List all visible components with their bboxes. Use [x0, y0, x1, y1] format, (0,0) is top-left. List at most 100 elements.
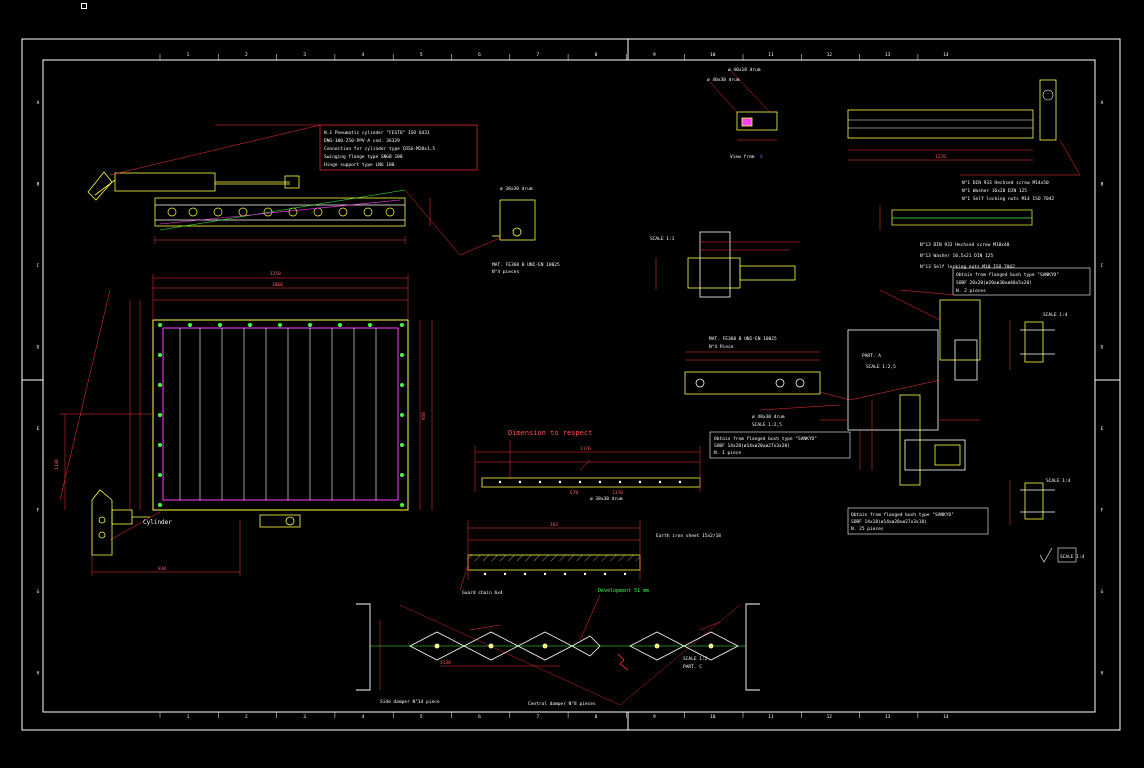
bush-2-line-2: SOBF 20x20(ø20xø30xø40x5x20) [956, 280, 1032, 286]
drum-mid-label: ø 48x30 drum [752, 414, 785, 420]
bush-3-line-1: Obtain from flanged bush type "SANKYO" [851, 512, 954, 518]
zone-number-top: 7 [536, 52, 539, 58]
scale-25-b: SCALE 1:2,5 [866, 364, 896, 370]
right-bush-details [1009, 320, 1055, 525]
bush-2-line-3: N. 2 pieces [956, 288, 986, 294]
fasteners-top-2: N°1 Washer 16x28 DIN 125 [962, 188, 1027, 194]
mat-block-2-line-1: MAT. FE360 B UNI-EN 10025 [709, 336, 777, 342]
zone-number-bottom: 2 [245, 714, 248, 720]
damper-dims [379, 594, 721, 690]
drum-bottom-label: ø 38x30 drum [590, 496, 623, 502]
bush-2-box: Obtain from flanged bush type "SANKYO" S… [952, 267, 1091, 296]
bush-3-line-2: SOBF 14x18(ø14xø20xø27x3x18) [851, 519, 927, 525]
side-damper-label: Side damper N°14 piece [380, 699, 440, 705]
development-label: Development 51 mm [598, 588, 649, 594]
zone-letter-left: A [37, 100, 40, 106]
dimension-respect-label: Dimension to respect [508, 429, 592, 437]
zone-number-bottom: 10 [710, 714, 716, 720]
scale-14-c: SCALE 1:4 [1060, 554, 1085, 560]
iron-sheet-holes [483, 572, 627, 576]
zone-number-bottom: 5 [420, 714, 423, 720]
drum-scale-view [655, 231, 800, 298]
mat-block-1-line-1: MAT. FE360 B UNI-EN 10025 [492, 262, 560, 268]
bush-1-line-3: N. 1 piece [714, 450, 741, 456]
zone-letter-left: D [37, 345, 40, 351]
zone-letter-right: B [1101, 182, 1104, 188]
zone-letter-right: A [1101, 100, 1104, 106]
bush-2-line-1: Obtain from flanged bush type "SANKYO" [956, 272, 1059, 278]
zone-number-bottom: 6 [478, 714, 481, 720]
zone-number-top: 1 [187, 52, 190, 58]
break-symbol [617, 653, 629, 671]
damper-diamonds [409, 631, 739, 661]
bush-1-line-1: Obtain from flanged bush type "SANKYO" [714, 436, 817, 442]
zone-letter-right: G [1101, 589, 1104, 595]
zone-number-bottom: 9 [653, 714, 656, 720]
zone-number-top: 13 [885, 52, 891, 58]
dim-drum-len: 182 [550, 522, 558, 528]
main-grate-frame [152, 319, 409, 511]
grate-dimension-lines [59, 274, 433, 576]
zone-number-bottom: 1 [187, 714, 190, 720]
dim-inner-width: 1060 [272, 282, 283, 288]
bush-3-line-3: N. 25 pieces [851, 526, 884, 532]
corner-marker [81, 3, 87, 9]
zone-number-bottom: 3 [303, 714, 306, 720]
zone-letter-right: D [1101, 345, 1104, 351]
part-c-label: PART. C [683, 664, 702, 670]
zone-number-top: 11 [768, 52, 774, 58]
zone-letter-left: F [37, 508, 40, 514]
dim-conv-len: 1170 [580, 446, 591, 452]
cylinder-dims [109, 124, 431, 244]
zone-number-top: 10 [710, 52, 716, 58]
zone-number-top: 4 [362, 52, 365, 58]
damper-channel [356, 603, 760, 706]
cylinder-note-line-5: Hinge support type LNG 100 [324, 162, 395, 168]
drum-top-label-2: ø 40x30 drum [707, 77, 740, 83]
zone-letter-right: E [1101, 426, 1104, 432]
zone-number-top: 3 [303, 52, 306, 58]
dim-height-right: 950 [421, 412, 427, 420]
zone-letter-right: F [1101, 508, 1104, 514]
bush-1-box: Obtain from flanged bush type "SANKYO" S… [709, 431, 851, 459]
zone-number-bottom: 12 [827, 714, 833, 720]
iron-sheet-detail [459, 520, 641, 591]
drum-top-label-1: ø 40x18 drum [728, 67, 761, 73]
hinge-detail [91, 489, 301, 556]
scale-1-label: SCALE 1:1 [650, 236, 675, 242]
conveyor-holes [498, 480, 682, 484]
fasteners-mid-3: N°13 Self locking nuts M10 ISO 7042 [920, 264, 1015, 270]
dim-chain-len: 1130 [440, 660, 451, 666]
leader-lines [759, 289, 956, 421]
zone-number-top: 9 [653, 52, 656, 58]
zone-number-bottom: 7 [536, 714, 539, 720]
drum-small-label: ø 38x30 drum [500, 186, 533, 192]
part-a-assembly [847, 289, 981, 486]
roughness-symbol [1039, 547, 1077, 563]
drawing-frame [21, 38, 1121, 731]
scale-14-b: SCALE 1:4 [1046, 478, 1071, 484]
zone-number-top: 12 [827, 52, 833, 58]
zone-letter-left: C [37, 263, 40, 269]
dim-right-top: 1270 [935, 154, 946, 160]
cylinder-note: N.1 Pneumatic cylinder "FESTO" ISO 6431 … [319, 124, 478, 171]
zone-ticks [159, 54, 919, 718]
bush-1-line-2: SOBF 14x20(ø14xø20xø27x3x20) [714, 443, 790, 449]
zone-letter-right: H [1101, 671, 1104, 677]
zone-letter-right: C [1101, 263, 1104, 269]
mat-block-2-line-2: N°4 Piece [709, 344, 734, 350]
cylinder-note-line-2: DNG-100-250-PPV-A cod. 36329 [324, 138, 400, 144]
grate-bolt-points [158, 323, 404, 507]
cylinder-note-line-4: Swinging flange type SNGB 100 [324, 154, 403, 160]
top-drum-detail [709, 69, 778, 141]
fasteners-mid-2: N°13 Washer 10,5x21 DIN 125 [920, 253, 993, 259]
zone-number-top: 8 [595, 52, 598, 58]
cylinder-roller-row [159, 189, 406, 231]
iron-sheet-label: Earth iron sheet 15x2/18 [656, 533, 721, 539]
cylinder-note-line-1: N.1 Pneumatic cylinder "FESTO" ISO 6431 [324, 130, 430, 136]
zone-number-top: 5 [420, 52, 423, 58]
conveyor-strip [474, 440, 701, 492]
zone-number-top: 2 [245, 52, 248, 58]
zone-letter-left: E [37, 426, 40, 432]
